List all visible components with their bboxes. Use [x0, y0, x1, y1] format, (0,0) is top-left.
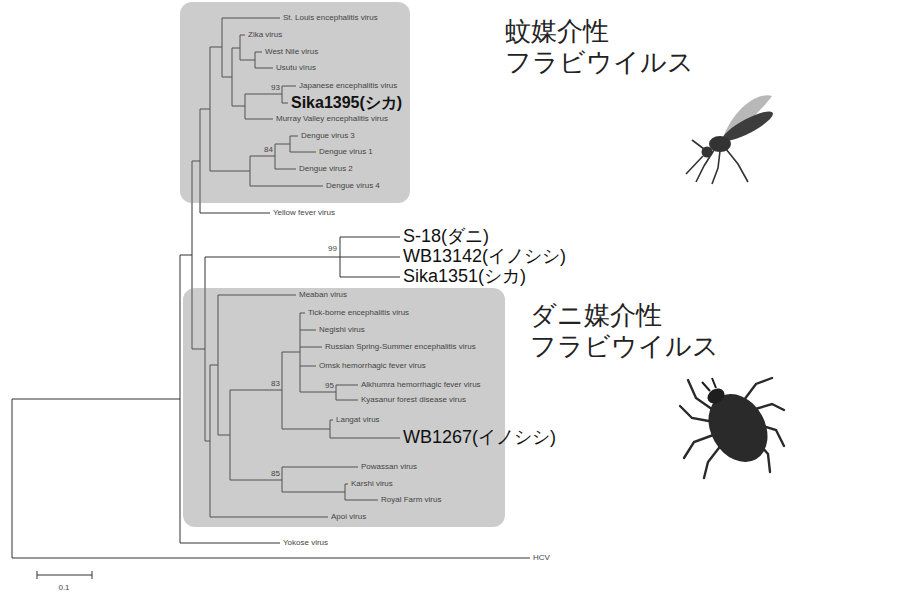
virus-name: Dengue virus 2 [299, 165, 353, 174]
bootstrap-value: 83 [271, 380, 280, 389]
bootstrap-value: 95 [325, 382, 334, 391]
bootstrap-value: 84 [264, 146, 273, 155]
sample-name: WB13142(イノシシ) [403, 247, 566, 267]
virus-name: Kyasanur forest disease virus [361, 396, 466, 405]
virus-name: HCV [533, 554, 550, 563]
virus-name: Alkhumra hemorrhagic fever virus [361, 381, 481, 390]
mosquito-icon [686, 95, 776, 184]
virus-name: Zika virus [248, 31, 282, 40]
virus-group-band: ダニ媒介性 フラビウイルス [183, 288, 505, 527]
sample-name: WB1267(イノシシ) [403, 428, 556, 448]
virus-name: Dengue virus 1 [319, 148, 373, 157]
virus-name: Dengue virus 4 [326, 182, 380, 191]
virus-name: Apoi virus [331, 513, 366, 522]
scale-bar [37, 571, 92, 579]
group-heading: 蚊媒介性 フラビウイルス [505, 16, 705, 78]
virus-name: Japanese encephalitis virus [299, 82, 397, 91]
sample-name: Sika1395(シカ) [291, 94, 402, 112]
virus-name: Powassan virus [361, 463, 417, 472]
sample-name: S-18(ダニ) [403, 227, 489, 247]
virus-name: Dengue virus 3 [301, 132, 355, 141]
virus-name: Tick-borne encephalitis virus [308, 309, 409, 318]
virus-name: Meaban virus [299, 291, 347, 300]
virus-name: Yokose virus [283, 539, 328, 548]
virus-name: Karshi virus [351, 480, 393, 489]
tick-icon [680, 378, 784, 478]
virus-name: Langat virus [336, 416, 380, 425]
bootstrap-value: 93 [271, 84, 280, 93]
bootstrap-value: 85 [271, 470, 280, 479]
virus-name: Russian Spring-Summer encephalitis virus [325, 343, 476, 352]
virus-name: Negishi virus [319, 326, 365, 335]
virus-name: Yellow fever virus [273, 209, 335, 218]
scale-label: 0.1 [58, 584, 69, 593]
virus-name: St. Louis encephalitis virus [283, 14, 378, 23]
virus-name: Royal Farm virus [381, 496, 441, 505]
group-heading: ダニ媒介性 フラビウイルス [530, 300, 730, 362]
virus-name: Usutu virus [276, 64, 316, 73]
virus-name: West Nile virus [265, 48, 318, 57]
sample-name: Sika1351(シカ) [403, 267, 526, 287]
virus-name: Omsk hemorrhagic fever virus [319, 362, 426, 371]
bootstrap-value: 99 [328, 245, 337, 254]
virus-name: Murray Valley encephalitis virus [276, 115, 388, 124]
